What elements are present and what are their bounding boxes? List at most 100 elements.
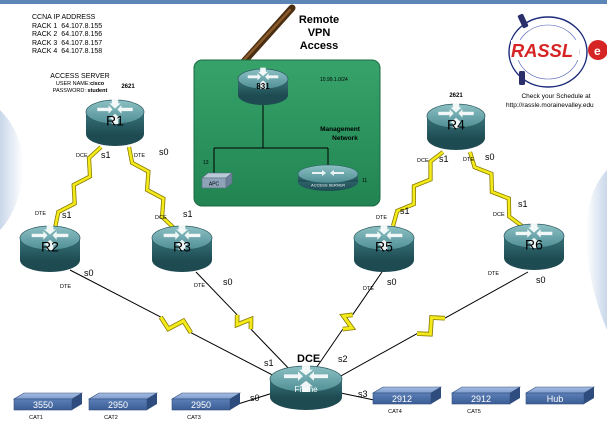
vpn-title-line1: Remote <box>299 14 339 26</box>
r1-s0-label: s0 <box>159 147 169 157</box>
rack-ip: 64.107.8.158 <box>61 48 103 55</box>
frame-s3-label: s3 <box>358 389 368 399</box>
switch-sublabel: CAT4 <box>388 409 402 415</box>
frame-s1-label: s1 <box>264 358 274 368</box>
r4-r5-dte-label: DTE <box>376 215 387 221</box>
frame-link-r2-bolt <box>159 316 193 334</box>
r4-r5-dce-label: DCE <box>417 158 429 164</box>
router-831[interactable]: 831 <box>237 67 289 105</box>
apc-port-label: 13 <box>203 160 209 166</box>
r1-r3-dte-label: DTE <box>134 153 145 159</box>
switch-label: 2912 <box>392 394 412 404</box>
apc-device[interactable]: APC <box>201 172 233 189</box>
subnet-label: 10.99.1.0/24 <box>320 77 348 83</box>
switch-side <box>72 393 82 410</box>
switch-side <box>431 387 441 404</box>
switch-sublabel: CAT1 <box>29 415 43 421</box>
rack-label: RACK 4 <box>32 48 58 55</box>
top-accent-bar <box>0 0 607 4</box>
frame-link-r2-line-a <box>69 269 161 318</box>
rack-ip: 64.107.8.157 <box>61 39 103 47</box>
management-network-lines <box>213 104 329 176</box>
rassl-logo: RASSL e <box>508 13 607 88</box>
router-r5[interactable]: R5 <box>353 224 415 272</box>
vpn-cable-icon <box>236 4 296 70</box>
switch-side <box>510 387 520 404</box>
r1-r3-dce-label: DCE <box>155 215 167 221</box>
frame-link-r6-line-b <box>329 333 418 383</box>
switch-label: 2950 <box>191 400 211 410</box>
frame-relay-links <box>69 269 529 405</box>
switch-6[interactable]: Hub <box>524 386 596 405</box>
frame-link-r3-line-b <box>250 328 295 375</box>
frame-dce-label: DCE <box>297 353 320 365</box>
router-r2[interactable]: R2 <box>19 224 81 272</box>
frame-s2-label: s2 <box>338 354 348 364</box>
router-r6[interactable]: R6 <box>503 222 565 270</box>
r3-s0-label: s0 <box>223 277 233 287</box>
r4-s1-label: s1 <box>439 154 449 164</box>
switch-sublabel: CAT3 <box>187 415 201 421</box>
ccna-title: CCNA IP ADDRESS <box>32 14 96 21</box>
router-831-icon[interactable]: 831 <box>237 67 289 105</box>
management-network-line2: Network <box>332 135 358 142</box>
rassl-logo-mark: e <box>594 44 601 58</box>
switch-label: 2950 <box>108 400 128 410</box>
r6-s0-label: s0 <box>536 275 546 285</box>
r4-r6-dte-label: DTE <box>463 157 474 163</box>
frame-link-r5-bolt <box>340 313 355 331</box>
serial-link-r1-r3 <box>127 146 175 229</box>
access-server-username-row: USER NAME:cisco <box>25 81 135 88</box>
router-r4[interactable]: R4 <box>426 102 486 150</box>
frame-s0-label: s0 <box>250 393 260 403</box>
router-frame[interactable]: Frame <box>269 364 343 410</box>
frame-link-r3-line-a <box>195 271 238 316</box>
router-frame-label: Frame <box>294 385 318 394</box>
switch-top <box>12 392 84 400</box>
r3-frame-dte-label: DTE <box>194 283 205 289</box>
r6-frame-dte-label: DTE <box>488 271 499 277</box>
rassl-logo-text: RASSL <box>511 41 573 61</box>
r2-frame-dte-label: DTE <box>60 284 71 290</box>
frame-link-cat4 <box>335 391 375 401</box>
access-server-device[interactable]: ACCESS SERVER <box>297 164 359 191</box>
router-r6-label: R6 <box>525 237 543 253</box>
rack-label: RACK 3 <box>32 39 58 47</box>
background-swoosh-left <box>0 110 24 230</box>
frame-link-r5-line-a <box>352 271 383 316</box>
router-r1[interactable]: R1 <box>85 98 145 146</box>
rack-ip: 64.107.8.156 <box>61 31 103 38</box>
frame-link-r6-bolt <box>417 316 445 336</box>
vpn-title-line3: Access <box>300 40 339 52</box>
access-server-device-label: ACCESS SERVER <box>311 183 345 188</box>
router-r5-label: R5 <box>375 239 393 255</box>
router-r1-label: R1 <box>106 113 124 129</box>
switches-layer: 3550CAT12950CAT22950CAT32912CAT42912CAT5… <box>12 386 596 421</box>
rack-ip: 64.107.8.155 <box>61 22 103 30</box>
switch-top <box>170 392 242 400</box>
switch-label: 3550 <box>33 400 53 410</box>
router-r3[interactable]: R3 <box>151 224 213 272</box>
serial-link-r1-r2 <box>53 146 102 229</box>
switch-top <box>524 386 596 394</box>
r1-model-label: 2621 <box>121 84 135 90</box>
r5-frame-dte-label: DTE <box>363 286 374 292</box>
frame-link-r3-bolt <box>235 314 253 330</box>
r1-r2-dte-label: DTE <box>35 211 46 217</box>
serial-link-r4-r6 <box>468 151 523 228</box>
r2-s1-label: s1 <box>62 210 72 220</box>
r6-s1-label: s1 <box>518 199 528 209</box>
r4-model-label: 2621 <box>449 93 463 99</box>
switch-side <box>230 393 240 410</box>
rack-label: RACK 1 <box>32 22 58 30</box>
username-value: cisco <box>90 81 105 87</box>
